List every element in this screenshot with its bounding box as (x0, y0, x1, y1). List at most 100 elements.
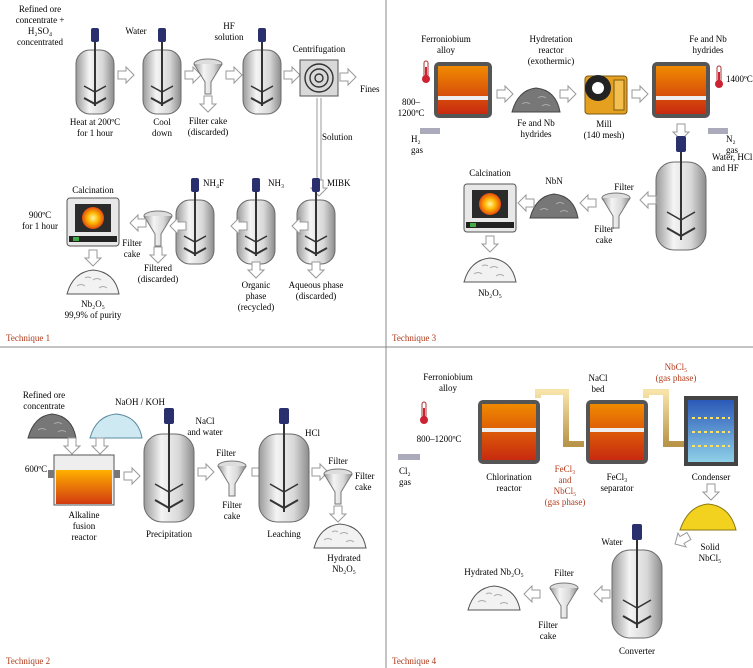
svg-text:N₂: N₂ (726, 134, 736, 144)
t2-nacl-line2: and water (187, 427, 222, 437)
t3-nbn-pile (529, 193, 579, 219)
t3-filter-cake-line2: cake (596, 235, 612, 245)
svg-text:hydrides: hydrides (521, 129, 552, 139)
svg-text:concentrate: concentrate (23, 401, 64, 411)
technique-1-panel: Refined ore concentrate + H₂SO₄ concentr… (6, 4, 380, 343)
t4-converter-label: Converter (619, 646, 655, 656)
svg-text:Heat at 200ºC: Heat at 200ºC (70, 117, 120, 127)
t4-separator-line2: separator (601, 483, 634, 493)
t3-hyd-line1: Hydretation (530, 34, 573, 44)
t3-h2-line2: gas (411, 145, 423, 155)
t1-mibk-tank (296, 177, 336, 265)
t1-centrifuge-icon (299, 59, 339, 97)
t1-nh3-label: NH₃ (268, 178, 284, 188)
t1-temp-line2: for 1 hour (22, 221, 58, 231)
t1-arrow-down-5 (149, 246, 167, 264)
t1-arrow-5 (339, 68, 357, 86)
svg-text:concentrate +: concentrate + (16, 15, 65, 25)
svg-text:and HF: and HF (712, 163, 739, 173)
t3-arrow-3 (631, 85, 649, 103)
t3-hydrides-line2: hydrides (521, 129, 552, 139)
t3-acids-line1: Water, HCl (712, 152, 753, 162)
t2-filter-cake2-line1: Filter (355, 471, 375, 481)
svg-text:Filter: Filter (355, 471, 375, 481)
t2-filter-cake1-line1: Filter (222, 500, 242, 510)
t4-nacl-line1: NaCl (589, 373, 608, 383)
svg-text:FeCl₃: FeCl₃ (607, 472, 628, 482)
t1-filter-funnel-2 (143, 210, 173, 247)
t4-nbcl5-pile (679, 503, 737, 531)
t2-filter1-label: Filter (216, 448, 236, 458)
t4-chlorination-reactor (478, 400, 540, 464)
t3-ferro-line1: Ferroniobium (421, 34, 471, 44)
t2-filter-cake1-line2: cake (224, 511, 240, 521)
t4-caption: Technique 4 (392, 656, 437, 666)
t2-product-line2: Nb₂O₅ (332, 564, 356, 574)
t2-arrow-1 (123, 467, 141, 485)
t2-filter-cake2-line2: cake (355, 482, 371, 492)
t4-fecl3-line3: NbCl₅ (554, 486, 577, 496)
t1-aqueous-line1: Aqueous phase (289, 280, 344, 290)
t3-arrow-2 (559, 85, 577, 103)
t4-thermometer (419, 401, 429, 425)
t1-arrow-3 (225, 66, 243, 84)
svg-text:cake: cake (540, 631, 556, 641)
svg-text:cake: cake (224, 511, 240, 521)
t1-nh3-tank (175, 177, 215, 265)
t1-acid-tank (75, 27, 115, 115)
t1-filtered-line1: Filtered (144, 263, 172, 273)
t1-mibk-label: MIBK (327, 178, 351, 188)
t1-temp-line1: 900ºC (29, 210, 51, 220)
t2-hcl-label: HCl (305, 428, 321, 438)
svg-text:(discarded): (discarded) (188, 127, 228, 137)
svg-text:reactor: reactor (497, 483, 522, 493)
t1-arrow-4 (283, 66, 301, 84)
t2-naoh-pile (89, 413, 143, 439)
t2-naoh-label: NaOH / KOH (115, 397, 165, 407)
t1-fines-label: Fines (360, 84, 380, 94)
svg-text:hydrides: hydrides (693, 45, 724, 55)
t3-arrow-1 (496, 85, 514, 103)
t3-mill-line2: (140 mesh) (584, 130, 625, 140)
t3-nbn-label: NbN (545, 176, 563, 186)
svg-text:(gas phase): (gas phase) (545, 497, 586, 507)
t1-heat-line2: for 1 hour (77, 128, 113, 138)
t3-arrow-4 (639, 191, 657, 209)
t2-nacl-line1: NaCl (196, 416, 215, 426)
t2-ore-pile (27, 413, 77, 439)
t1-refined-ore-line4: concentrated (17, 37, 63, 47)
svg-text:Chlorination: Chlorination (486, 472, 532, 482)
t3-ferro-line2: alloy (437, 45, 455, 55)
t1-cool-line2: down (152, 128, 172, 138)
t1-filtered-line2: (discarded) (138, 274, 178, 284)
t1-cooling-tank (142, 27, 182, 115)
svg-text:bed: bed (592, 384, 605, 394)
svg-text:Filter: Filter (538, 620, 558, 630)
svg-text:reactor: reactor (72, 532, 97, 542)
t1-product-line2: 99,9% of purity (65, 310, 122, 320)
svg-text:cake: cake (124, 249, 140, 259)
t1-hf-line1: HF (223, 21, 235, 31)
t4-condenser-label: Condenser (692, 472, 731, 482)
t1-solution-label: Solution (322, 132, 353, 142)
svg-text:Ferroniobium: Ferroniobium (421, 34, 471, 44)
svg-text:alloy: alloy (439, 383, 457, 393)
t3-hydride-pile (511, 87, 561, 113)
svg-text:cake: cake (355, 482, 371, 492)
t1-heat-line1: Heat at 200ºC (70, 117, 120, 127)
t1-product-line1: Nb₂O₅ (81, 299, 105, 309)
t1-caption: Technique 1 (6, 333, 50, 343)
t4-filter-funnel (549, 582, 579, 619)
t1-product-pile (66, 269, 120, 295)
svg-text:phase: phase (246, 291, 267, 301)
t3-thermometer-1 (421, 60, 431, 84)
technique-2-panel: Refined ore concentrate NaOH / KOH 600ºC… (6, 390, 375, 666)
t1-organic-line2: phase (246, 291, 267, 301)
svg-text:Hydrated: Hydrated (327, 553, 361, 563)
t1-refined-ore-line1: Refined ore (19, 4, 61, 14)
t4-nacl-line2: bed (592, 384, 605, 394)
svg-text:Solid: Solid (700, 542, 720, 552)
t4-arrow-2 (593, 585, 611, 603)
t3-acid-tank (655, 135, 707, 251)
t2-filter-funnel-2 (323, 468, 353, 505)
